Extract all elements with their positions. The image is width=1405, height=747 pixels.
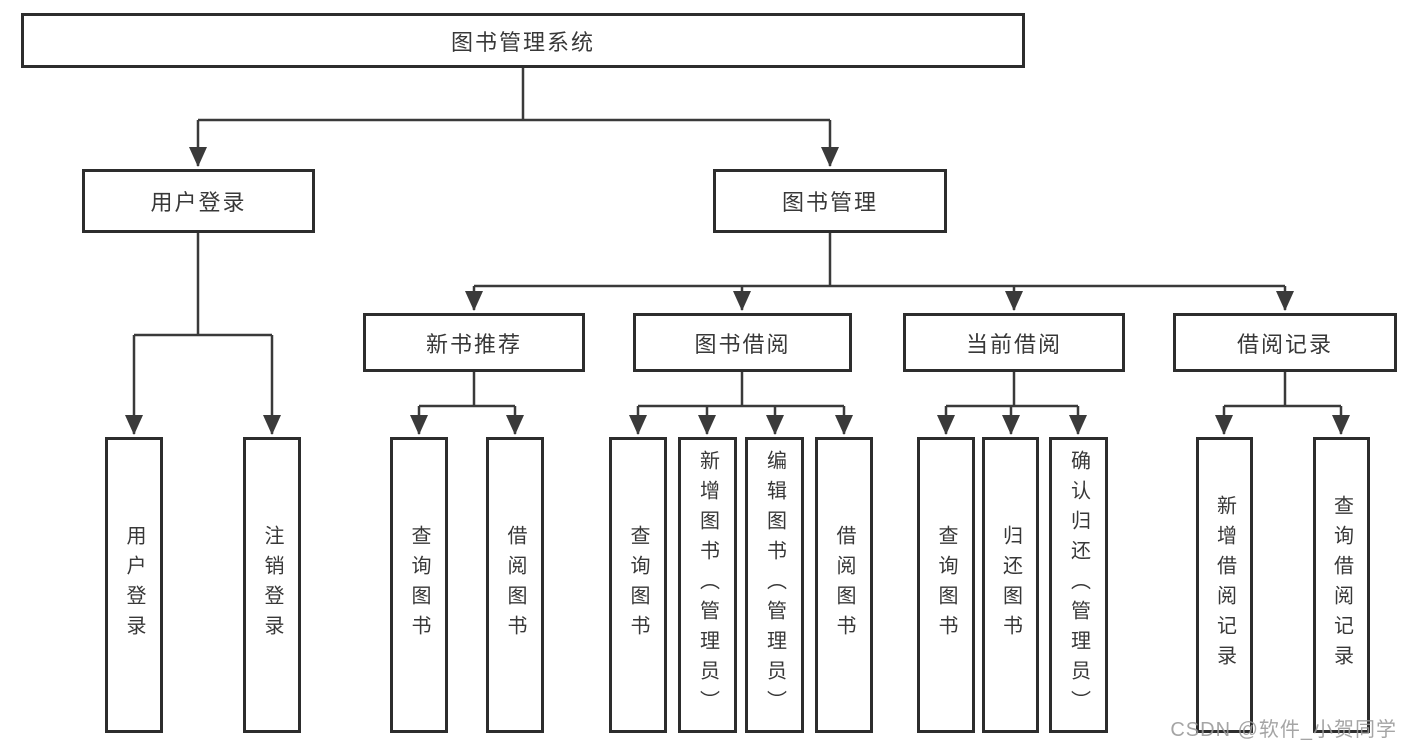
connector-user-login-branch (125, 233, 281, 435)
connector-current-borrowing-branch (937, 372, 1087, 435)
connector-new-book-branch (410, 372, 524, 435)
leaf-query-books-borrowing: 查询图书 (609, 437, 667, 733)
leaf-user-login: 用户登录 (105, 437, 163, 733)
connector-book-borrowing-branch (629, 372, 853, 435)
connector-book-management-branch (465, 233, 1294, 311)
node-new-book-recommend: 新书推荐 (363, 313, 585, 372)
node-book-management: 图书管理 (713, 169, 947, 233)
leaf-add-book-admin: 新增图书（管理员） (678, 437, 737, 733)
csdn-watermark: CSDN @软件_小贺同学 (1170, 719, 1397, 741)
connector-borrow-records-branch (1215, 372, 1350, 435)
leaf-query-borrow-record: 查询借阅记录 (1313, 437, 1370, 733)
leaf-confirm-return-admin: 确认归还（管理员） (1049, 437, 1108, 733)
node-current-borrowing: 当前借阅 (903, 313, 1125, 372)
node-root: 图书管理系统 (21, 13, 1025, 68)
connector-root-branch (189, 68, 839, 167)
node-borrow-records: 借阅记录 (1173, 313, 1397, 372)
leaf-add-borrow-record: 新增借阅记录 (1196, 437, 1253, 733)
node-user-login: 用户登录 (82, 169, 315, 233)
leaf-edit-book-admin: 编辑图书（管理员） (745, 437, 804, 733)
leaf-borrow-books-recommend: 借阅图书 (486, 437, 544, 733)
leaf-borrow-books: 借阅图书 (815, 437, 873, 733)
leaf-query-books-recommend: 查询图书 (390, 437, 448, 733)
leaf-return-book: 归还图书 (982, 437, 1039, 733)
leaf-query-books-current: 查询图书 (917, 437, 975, 733)
leaf-logout: 注销登录 (243, 437, 301, 733)
node-book-borrowing: 图书借阅 (633, 313, 852, 372)
